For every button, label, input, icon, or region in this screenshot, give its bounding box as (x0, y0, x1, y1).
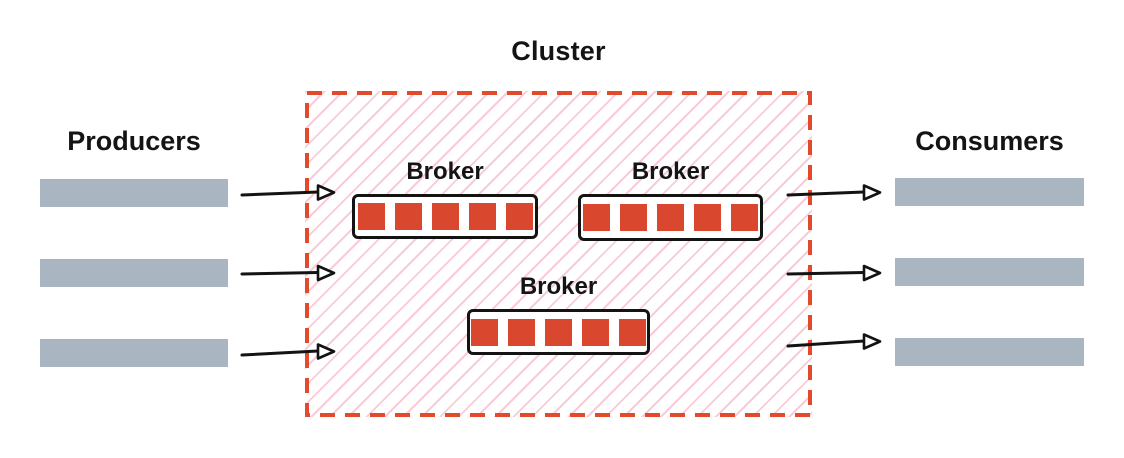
producer-arrow-3 (240, 343, 336, 360)
partition-square (357, 203, 385, 230)
consumers-label: Consumers (915, 126, 1064, 156)
consumer-arrow-2 (786, 264, 882, 282)
broker-1-partitions (357, 203, 533, 230)
broker-3-box (467, 309, 650, 355)
producer-bars (40, 179, 228, 367)
consumer-bar (895, 178, 1084, 206)
broker-2: Broker (578, 158, 763, 241)
producer-arrow-2 (240, 264, 336, 282)
cluster-dashed-border (305, 91, 812, 417)
partition-square (620, 204, 647, 231)
partition-square (619, 318, 646, 346)
partition-square (394, 203, 422, 230)
broker-3-label: Broker (519, 273, 598, 300)
broker-2-partitions (583, 204, 758, 231)
partition-square (731, 204, 758, 231)
cluster-title: Cluster (511, 36, 606, 66)
partition-square (468, 203, 496, 230)
partition-square (545, 318, 572, 346)
producer-bar (40, 339, 228, 367)
producer-arrow-1 (240, 184, 336, 201)
broker-1-box (352, 194, 538, 239)
partition-square (431, 203, 459, 230)
broker-1-label: Broker (406, 158, 484, 185)
partition-square (508, 318, 535, 346)
partition-square (694, 204, 721, 231)
partition-square (583, 204, 610, 231)
consumer-bar (895, 258, 1084, 286)
producers-label: Producers (67, 126, 201, 156)
consumer-bar (895, 338, 1084, 366)
partition-square (582, 318, 609, 346)
producer-bar (40, 259, 228, 287)
partition-square (505, 203, 533, 230)
cluster-boundary (305, 91, 812, 417)
partition-square (657, 204, 684, 231)
consumer-arrow-1 (786, 184, 882, 201)
broker-2-label: Broker (631, 158, 710, 185)
consumer-bars (895, 178, 1084, 366)
broker-3: Broker (467, 273, 650, 355)
partition-square (471, 318, 498, 346)
broker-3-partitions (471, 318, 646, 346)
consumer-arrow-3 (786, 333, 882, 350)
broker-2-box (578, 194, 763, 241)
producer-bar (40, 179, 228, 207)
broker-1: Broker (352, 158, 538, 239)
